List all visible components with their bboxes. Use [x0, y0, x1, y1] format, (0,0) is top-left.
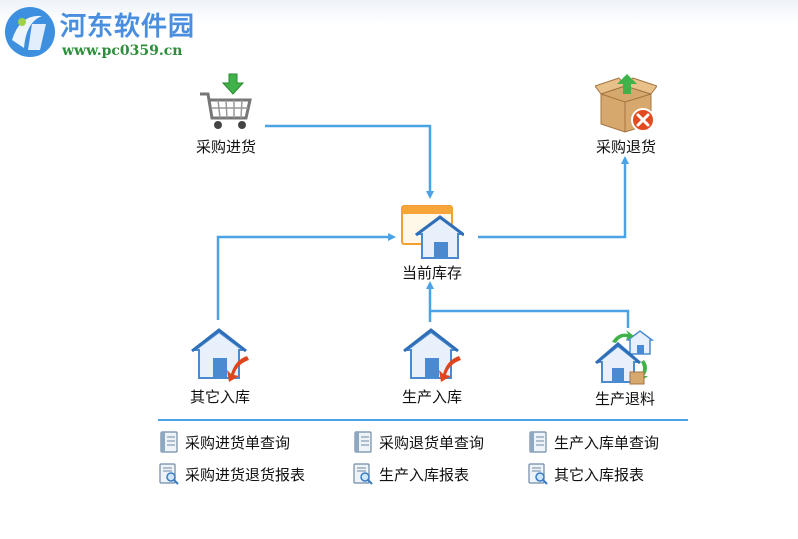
report-label: 其它入库报表: [554, 465, 645, 484]
ledger-icon: [160, 431, 178, 453]
warehouse-in-icon: [403, 328, 461, 382]
report-link-production-in-query[interactable]: 生产入库单查询: [527, 431, 659, 453]
connector-stock-to-return: [478, 156, 629, 239]
purchase-in-label: 采购进货: [195, 138, 256, 156]
ledger-icon: [529, 431, 547, 453]
report-link-production-in-report[interactable]: 生产入库报表: [352, 463, 469, 485]
report-search-icon: [159, 463, 179, 485]
section-divider: [158, 419, 688, 421]
report-label: 采购进货单查询: [185, 433, 291, 452]
report-label: 生产入库报表: [379, 465, 470, 484]
report-link-purchase-in-return-report[interactable]: 采购进货退货报表: [158, 463, 305, 485]
report-label: 采购进货退货报表: [185, 465, 306, 484]
brand-logo-icon: [5, 7, 55, 57]
production-return-node[interactable]: 生产退料: [585, 328, 665, 409]
connector-other-to-stock: [216, 233, 396, 320]
production-in-label: 生产入库: [401, 388, 462, 406]
other-in-label: 其它入库: [189, 388, 250, 406]
purchase-return-label: 采购退货: [595, 138, 656, 156]
ledger-icon: [354, 431, 372, 453]
purchase-in-node[interactable]: 采购进货: [186, 72, 266, 157]
production-return-label: 生产退料: [594, 390, 655, 408]
connector-purchase-to-stock: [265, 124, 434, 199]
brand-title: 河东软件园: [60, 12, 196, 42]
report-link-other-in-report[interactable]: 其它入库报表: [527, 463, 644, 485]
connector-return-material-to-stock: [430, 309, 630, 328]
return-box-icon: [595, 74, 657, 133]
current-stock-label: 当前库存: [401, 264, 462, 282]
brand-url: www.pc0359.cn: [62, 43, 183, 59]
current-stock-node[interactable]: 当前库存: [392, 204, 472, 283]
report-link-purchase-return-query[interactable]: 采购退货单查询: [352, 431, 484, 453]
purchase-return-node[interactable]: 采购退货: [586, 74, 666, 157]
report-link-purchase-in-query[interactable]: 采购进货单查询: [158, 431, 290, 453]
report-search-icon: [353, 463, 373, 485]
report-search-icon: [528, 463, 548, 485]
top-band: [0, 0, 798, 24]
warehouse-exchange-icon: [595, 330, 655, 385]
production-in-node[interactable]: 生产入库: [392, 326, 472, 407]
warehouse-icon: [401, 205, 464, 259]
warehouse-in-icon: [191, 328, 249, 382]
report-label: 采购退货单查询: [379, 433, 485, 452]
other-in-node[interactable]: 其它入库: [180, 326, 260, 407]
report-label: 生产入库单查询: [554, 433, 660, 452]
shopping-cart-icon: [200, 73, 252, 129]
